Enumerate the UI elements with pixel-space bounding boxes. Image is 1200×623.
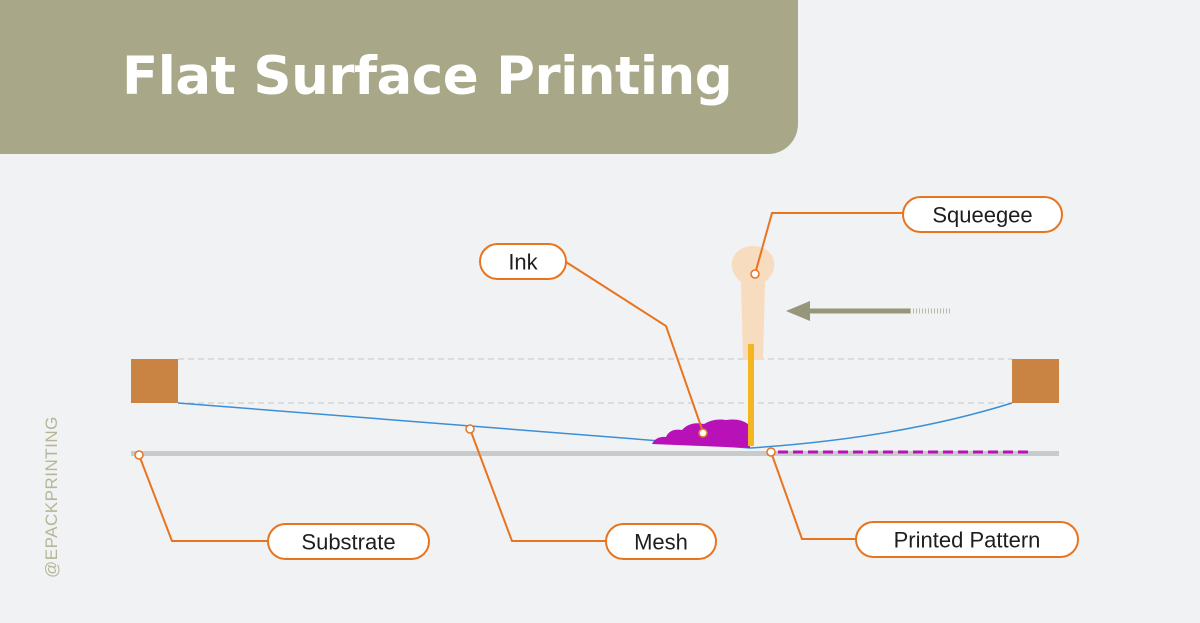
title-banner: Flat Surface Printing bbox=[0, 0, 798, 154]
screen-frame-left bbox=[131, 359, 178, 403]
substrate-label: Substrate bbox=[267, 523, 430, 560]
squeegee-leader bbox=[754, 212, 903, 275]
mesh-line bbox=[177, 402, 1013, 449]
substrate-label-text: Substrate bbox=[301, 530, 395, 555]
ink-label-box bbox=[479, 243, 567, 280]
ink-label-text: Ink bbox=[508, 250, 538, 275]
substrate-surface bbox=[131, 451, 1059, 456]
page-title: Flat Surface Printing bbox=[122, 46, 733, 107]
ink-anchor-dot bbox=[698, 428, 708, 438]
mesh-label: Mesh bbox=[605, 523, 717, 560]
ink-label: Ink bbox=[479, 243, 567, 280]
mesh-label-text: Mesh bbox=[634, 530, 688, 555]
squeegee-label-box bbox=[902, 196, 1063, 233]
mesh-anchor-dot bbox=[465, 424, 475, 434]
squeegee-blade bbox=[748, 344, 754, 446]
substrate-anchor-dot bbox=[134, 450, 144, 460]
mesh-leader bbox=[469, 428, 606, 542]
motion-arrow-head bbox=[786, 301, 810, 321]
squeegee-label-text: Squeegee bbox=[932, 203, 1032, 228]
printed-pattern-label-box bbox=[855, 521, 1079, 558]
printed-pattern-label-text: Printed Pattern bbox=[894, 528, 1041, 553]
squeegee-handle bbox=[731, 246, 775, 360]
substrate-label-box bbox=[267, 523, 430, 560]
squeegee-label: Squeegee bbox=[902, 196, 1063, 233]
ink-leader bbox=[565, 261, 704, 433]
mesh-label-box bbox=[605, 523, 717, 560]
printed-pattern-anchor-dot bbox=[766, 447, 776, 457]
squeegee-anchor-dot bbox=[750, 269, 760, 279]
screen-frame-right bbox=[1012, 359, 1059, 403]
printed-pattern-leader bbox=[770, 451, 856, 540]
printed-pattern-label: Printed Pattern bbox=[855, 521, 1079, 558]
substrate-leader bbox=[138, 454, 268, 542]
